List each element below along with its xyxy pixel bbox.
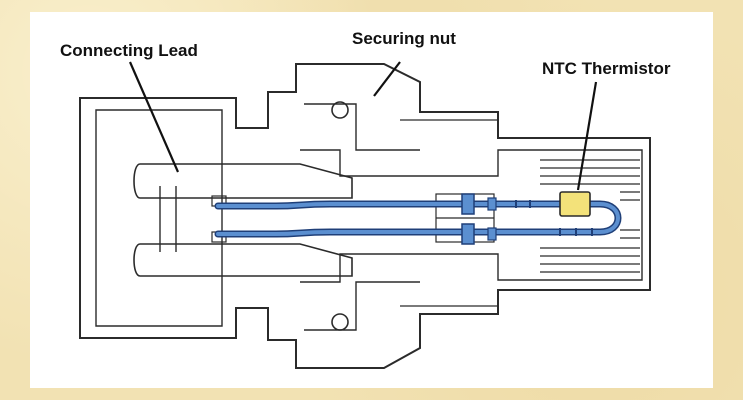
leader-ntc-thermistor [576, 81, 598, 191]
leader-connecting-lead [128, 61, 180, 173]
tip-fins [540, 159, 640, 273]
crimp-sleeve-lower [461, 223, 475, 245]
lower-prong [133, 243, 353, 277]
nut-inner-lower [304, 281, 420, 331]
label-connecting-lead: Connecting Lead [60, 41, 198, 60]
wire-upper-fill [216, 202, 542, 208]
crimp-clip-upper [487, 197, 497, 211]
wire-lower-fill [216, 230, 542, 236]
leader-securing-nut [373, 61, 401, 97]
leader-lines [128, 61, 598, 191]
sensor-housing [79, 63, 651, 369]
rear-cap-inner [95, 109, 223, 327]
nut-inner-upper [304, 103, 420, 151]
label-ntc-thermistor: NTC Thermistor [542, 59, 671, 78]
housing-outer-outline [79, 63, 651, 369]
o-ring-lower [331, 313, 349, 331]
ntc-thermistor-element [559, 191, 591, 217]
wire-loop-fill [540, 202, 620, 234]
wire-marks [515, 200, 593, 236]
connecting-wires [214, 193, 622, 245]
crimp-sleeve-upper [461, 193, 475, 215]
label-securing-nut: Securing nut [352, 29, 456, 48]
upper-prong [133, 163, 353, 199]
probe-channel [300, 149, 643, 283]
o-ring-upper [331, 101, 349, 119]
crimp-clip-lower [487, 227, 497, 241]
